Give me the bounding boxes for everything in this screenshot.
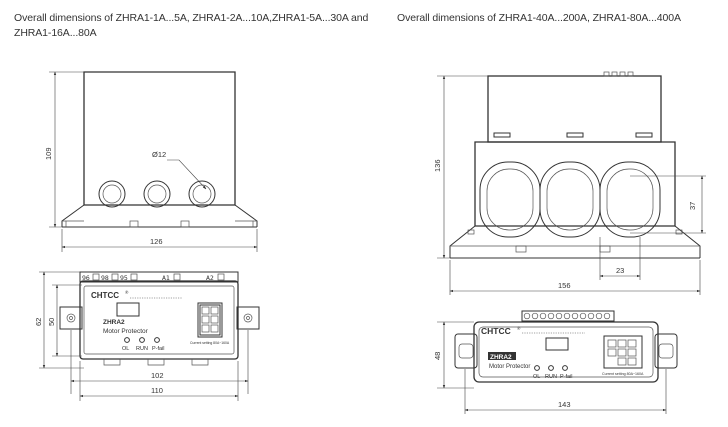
left-top-height-outer-dim: 62: [34, 318, 43, 326]
right-front-width-dim: 156: [558, 281, 571, 290]
left-top-body: [79, 280, 239, 360]
right-front-aperture-3: [599, 161, 661, 238]
right-top-brand-mark: ®: [517, 325, 521, 331]
right-front-view: 136 37 23 156: [433, 71, 706, 295]
left-front-hole-2: [143, 180, 171, 208]
left-top-ear-right: [236, 306, 260, 330]
terminal-98: 98: [101, 274, 109, 282]
left-front-view: Ø12 109 126: [44, 71, 258, 252]
right-led-label-ol: OL: [533, 374, 540, 380]
left-front-width-dim: 126: [150, 237, 163, 246]
right-led-ol: [534, 365, 540, 371]
right-front-slot-2: [566, 132, 584, 138]
left-top-brand: CHTCC: [91, 291, 119, 300]
right-top-desc: Motor Protector: [489, 364, 530, 370]
led-run: [139, 337, 145, 343]
led-label-p-fail: P-fail: [152, 346, 165, 352]
left-top-desc: Motor Protector: [103, 328, 149, 335]
left-front-flange-right: [234, 204, 258, 227]
right-front-height-dim: 136: [433, 159, 442, 172]
led-p-fail: [154, 337, 160, 343]
right-top-model-plate: [488, 352, 516, 360]
left-top-setting-note: Current setting 80A~160A: [190, 341, 230, 345]
led-label-run: RUN: [136, 346, 148, 352]
right-top-width-dim: 143: [558, 400, 571, 409]
left-top-terminal-strip: [79, 271, 239, 283]
right-top-setting-dial: [603, 335, 643, 369]
right-front-base: [449, 225, 701, 259]
led-label-ol: OL: [122, 346, 129, 352]
left-top-setting-dial-inner: [199, 304, 221, 336]
left-top-view: 96 98 95 A1 A2 CHTCC ® ZHRA2 Motor Prote…: [34, 271, 260, 401]
right-top-display: [545, 337, 569, 351]
right-top-setting-note: Current setting 80A~160A: [602, 372, 644, 376]
right-front-aperture-height-dim: 37: [688, 202, 697, 210]
left-top-setting-dial: [197, 302, 223, 338]
left-top-height-inner-dim: 50: [47, 318, 56, 326]
left-front-flange-left: [61, 204, 85, 227]
right-top-model: ZHRA2: [490, 354, 512, 361]
left-top-model: ZHRA2: [103, 319, 125, 326]
caption-right: Overall dimensions of ZHRA1-40A...200A, …: [397, 12, 681, 24]
terminal-a1: A1: [162, 274, 170, 282]
right-led-label-p-fail: P-fail: [560, 374, 573, 380]
right-led-run: [548, 365, 554, 371]
right-front-slot-3: [635, 132, 653, 138]
right-top-body: [473, 321, 659, 383]
right-top-terminals: [523, 312, 611, 320]
left-front-hole-1: [98, 180, 126, 208]
right-top-brand: CHTCC: [481, 326, 511, 336]
left-top-brand-mark: ®: [125, 289, 129, 295]
left-front-hole-dim: Ø12: [152, 150, 166, 159]
terminal-labels: 96 98 95 A1 A2: [82, 273, 225, 282]
right-top-view: CHTCC ® ZHRA2 Motor Protector OL RUN P-f…: [433, 310, 678, 414]
left-top-ear-left: [59, 306, 83, 330]
left-front-height-dim: 109: [44, 147, 53, 160]
right-front-aperture-offset-dim: 23: [616, 266, 624, 275]
left-top-width-outer-dim: 110: [151, 386, 163, 395]
right-top-ear-right: [654, 333, 678, 369]
terminal-96: 96: [82, 274, 90, 282]
right-front-slot-1: [493, 132, 511, 138]
left-top-width-inner-dim: 102: [151, 371, 164, 380]
right-top-height-dim: 48: [433, 352, 442, 360]
right-front-upper-box: [487, 75, 662, 143]
terminal-a2: A2: [206, 274, 214, 282]
right-front-lower-body: [474, 141, 676, 227]
right-led-label-run: RUN: [545, 374, 557, 380]
right-top-ear-left: [454, 333, 478, 369]
right-led-p-fail: [562, 365, 568, 371]
caption-left: Overall dimensions of ZHRA1-1A...5A, ZHR…: [14, 12, 369, 39]
led-ol: [124, 337, 130, 343]
right-top-terminal-strip: [521, 310, 615, 322]
terminal-95: 95: [120, 274, 128, 282]
left-top-display: [116, 302, 140, 317]
